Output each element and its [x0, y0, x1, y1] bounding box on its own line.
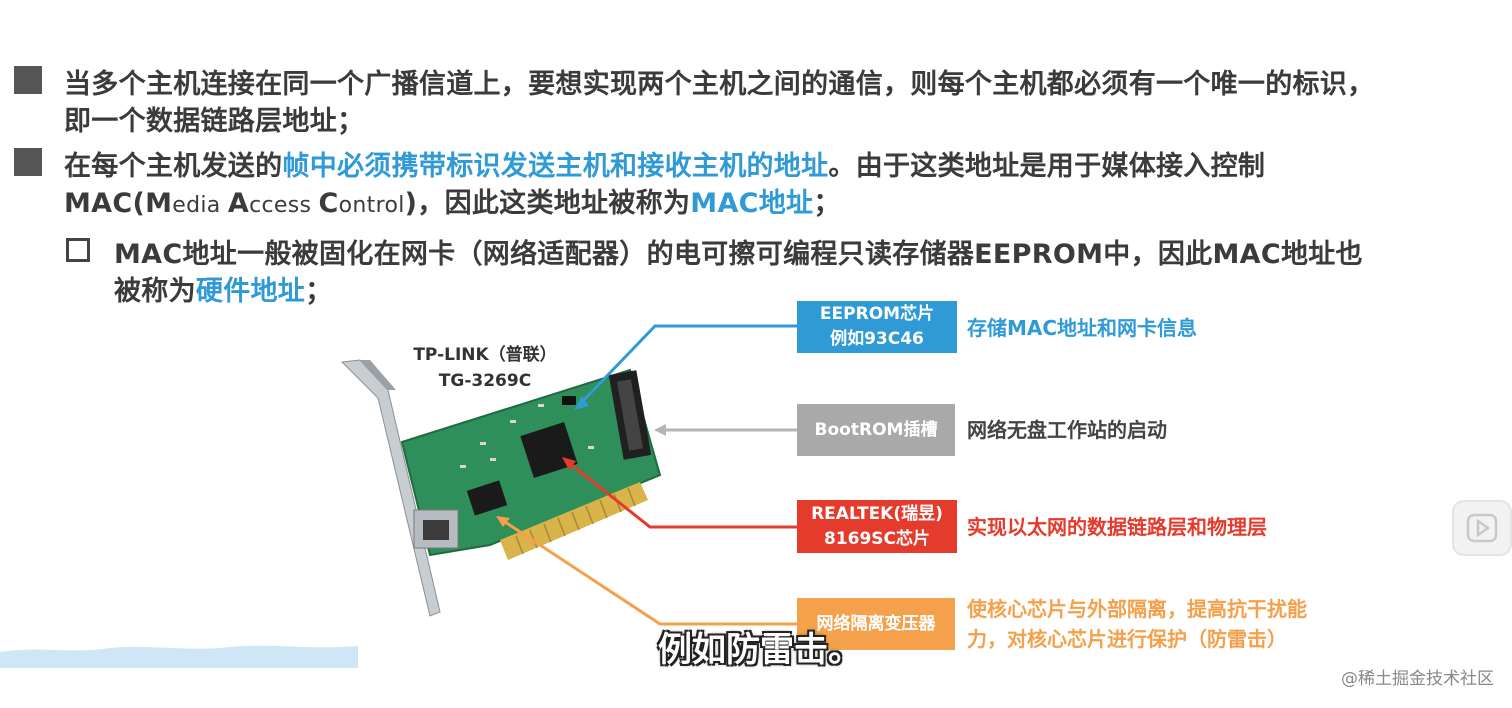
mac-A: A: [227, 188, 250, 219]
bootrom-label: BootROM插槽: [814, 419, 938, 440]
bullet-2-line-1: 在每个主机发送的帧中必须携带标识发送主机和接收主机的地址。由于这类地址是用于媒体…: [64, 144, 1265, 183]
bullet-2-text: )，因此这类地址被称为: [404, 188, 691, 219]
transformer-label: 网络隔离变压器: [816, 613, 936, 634]
transformer-description-line-1: 使核心芯片与外部隔离，提高抗干扰能: [967, 597, 1307, 621]
bullet-2-text: ；: [813, 188, 841, 219]
transformer-description: 使核心芯片与外部隔离，提高抗干扰能 力，对核心芯片进行保护（防雷击）: [967, 594, 1307, 654]
decorative-wave: [0, 645, 358, 668]
mac-address-highlight: MAC地址: [690, 188, 814, 219]
bootrom-pointer: [654, 424, 798, 436]
mac-ccess: ccess: [249, 193, 319, 218]
bullet-2-text: 。由于这类地址是用于媒体接入控制: [828, 151, 1266, 182]
eeprom-example: 例如93C46: [830, 329, 924, 349]
mac-edia: edia: [172, 193, 228, 218]
sub-bullet-line-1: MAC地址一般被固化在网卡（网络适配器）的电可擦可编程只读存储器EEPROM中，…: [114, 239, 1363, 270]
realtek-chip-box: REALTEK(瑞昱) 8169SC芯片: [797, 500, 957, 553]
bullet-square-icon: [14, 66, 42, 94]
watermark: @稀土掘金技术社区: [1341, 669, 1494, 689]
card-brand-label: TP-LINK（普联） TG-3269C: [400, 342, 570, 394]
video-subtitle: 例如防雷击。: [658, 630, 862, 670]
card-brand: TP-LINK（普联）: [413, 345, 557, 365]
bullet-2-highlight: 帧中必须携带标识发送主机和接收主机的地址: [282, 151, 829, 182]
bullet-2-text: 在每个主机发送的: [64, 151, 283, 182]
transformer-description-line-2: 力，对核心芯片进行保护（防雷击）: [967, 627, 1287, 651]
sub-bullet-line-2: 被称为硬件地址；: [114, 269, 332, 308]
play-icon: [1466, 513, 1498, 543]
eeprom-description: 存储MAC地址和网卡信息: [967, 316, 1198, 340]
mac-M: M: [145, 188, 173, 219]
bootrom-description: 网络无盘工作站的启动: [967, 418, 1167, 442]
hardware-address-highlight: 硬件地址: [195, 276, 306, 307]
sub-bullet-text: 被称为: [114, 276, 196, 307]
bullet-1-line-1: 当多个主机连接在同一个广播信道上，要想实现两个主机之间的通信，则每个主机都必须有…: [64, 69, 1375, 100]
bullet-1-line-2: 即一个数据链路层地址；: [64, 106, 365, 137]
realtek-description: 实现以太网的数据链路层和物理层: [967, 515, 1267, 539]
hollow-square-icon: [66, 238, 90, 262]
mac-C: C: [318, 188, 339, 219]
realtek-model: 8169SC芯片: [823, 528, 931, 549]
eeprom-pointer: [574, 324, 798, 410]
realtek-pointer: [562, 457, 798, 529]
realtek-label: REALTEK(瑞昱): [811, 503, 943, 524]
mac-prefix: MAC(: [64, 188, 146, 219]
network-card-image: [340, 359, 662, 617]
transformer-box: 网络隔离变压器: [797, 598, 955, 650]
card-model: TG-3269C: [438, 371, 532, 391]
transformer-pointer: [496, 516, 798, 626]
bullet-2-line-2: MAC(Media Access Control)，因此这类地址被称为MAC地址…: [64, 181, 841, 220]
sub-bullet-text: ；: [305, 276, 333, 307]
bullet-square-icon: [14, 148, 42, 176]
eeprom-chip-box: EEPROM芯片 例如93C46: [797, 301, 957, 353]
play-button[interactable]: [1452, 500, 1512, 556]
bootrom-slot-box: BootROM插槽: [797, 404, 955, 456]
eeprom-label: EEPROM芯片: [819, 304, 935, 324]
mac-ontrol: ontrol: [338, 193, 405, 218]
